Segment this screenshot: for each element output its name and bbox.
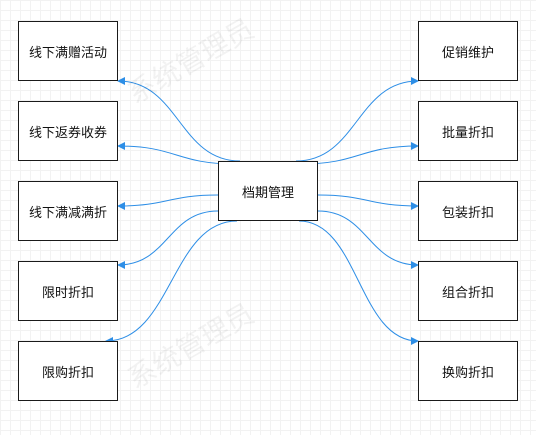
node-label: 促销维护 [441,45,494,61]
left-node-offline-discount[interactable]: 线下满减满折 [18,181,118,241]
right-node-exchange-discount[interactable]: 换购折扣 [418,341,518,401]
node-label: 限购折扣 [41,365,94,381]
left-node-offline-gift[interactable]: 线下满赠活动 [18,21,118,81]
edge-center-to-r3 [317,194,419,210]
edge-center-to-l1 [117,77,241,162]
node-label: 换购折扣 [441,365,494,381]
right-node-bundle-discount[interactable]: 组合折扣 [418,261,518,321]
left-node-limited-time-discount[interactable]: 限时折扣 [18,261,118,321]
right-node-promotion-maintenance[interactable]: 促销维护 [418,21,518,81]
left-node-offline-coupon[interactable]: 线下返券收券 [18,101,118,161]
edge-center-to-r1 [295,77,419,162]
edge-center-to-r4 [317,210,419,269]
edge-center-to-l3 [117,194,219,210]
edge-center-to-l4 [117,210,219,269]
node-label: 包装折扣 [441,205,494,221]
node-label: 线下返券收券 [28,125,107,141]
node-label: 组合折扣 [441,285,494,301]
node-label: 线下满赠活动 [28,45,107,61]
right-node-package-discount[interactable]: 包装折扣 [418,181,518,241]
node-label: 线下满减满折 [28,205,107,221]
node-label: 批量折扣 [441,125,494,141]
edge-center-to-l5 [105,220,238,345]
edge-center-to-r2 [300,142,419,165]
node-label: 档期管理 [241,185,294,201]
left-node-purchase-limit-discount[interactable]: 限购折扣 [18,341,118,401]
center-node-schedule-management[interactable]: 档期管理 [218,161,318,221]
node-label: 限时折扣 [41,285,94,301]
right-node-batch-discount[interactable]: 批量折扣 [418,101,518,161]
edge-center-to-r5 [298,220,419,345]
edge-center-to-l2 [117,142,236,165]
